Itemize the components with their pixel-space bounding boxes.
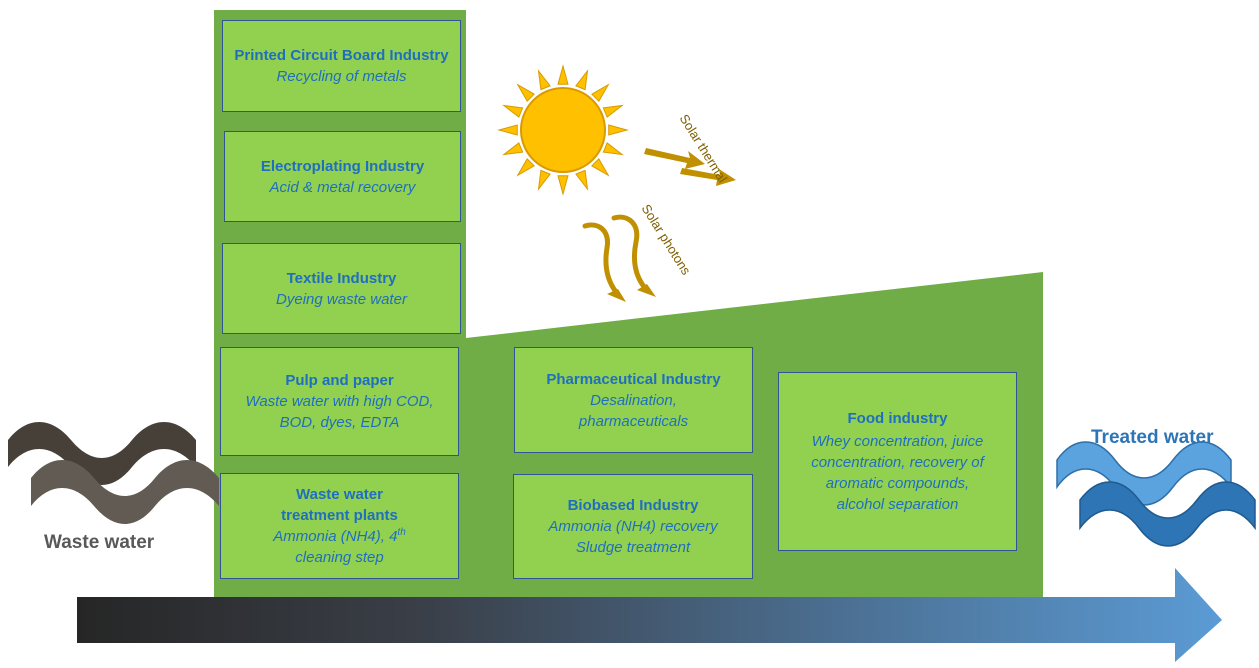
industry-description: Ammonia (NH4), 4th cleaning step [273, 527, 406, 567]
sun-ray [575, 69, 589, 91]
industry-title: Textile Industry [286, 269, 397, 287]
treated-water-wave-icon [1056, 441, 1256, 547]
sun-disc [520, 87, 606, 173]
industry-title: Biobased Industry [567, 497, 699, 514]
sun-ray [557, 64, 569, 85]
sun-ray [608, 124, 629, 136]
industry-title: Electroplating Industry [260, 157, 425, 175]
sun-ray [502, 142, 524, 156]
solar-thermal-arrows [644, 148, 736, 186]
industry-box-pulp-paper: Pulp and paper Waste water with high COD… [220, 347, 459, 456]
industry-box-electroplating: Electroplating Industry Acid & metal rec… [224, 131, 461, 222]
process-arrow-icon [77, 568, 1222, 662]
industry-title: Food industry [847, 410, 948, 427]
sun-ray [537, 169, 551, 191]
sun-ray [602, 104, 624, 118]
sun-ray [516, 83, 535, 102]
sun-ray [602, 142, 624, 156]
treated-water-label: Treated water [1091, 427, 1214, 448]
industry-description: Ammonia (NH4) recovery Sludge treatment [548, 518, 718, 556]
industry-box-food: Food industry Whey concentration, juice … [778, 372, 1017, 551]
industry-title: Printed Circuit Board Industry [234, 47, 449, 64]
industry-description: Acid & metal recovery [269, 178, 416, 196]
industry-title: Pharmaceutical Industry [546, 370, 721, 388]
sun-icon [497, 64, 629, 196]
sun-ray [497, 124, 518, 136]
industry-description: Whey concentration, juice concentration,… [811, 433, 984, 513]
waste-water-wave-icon [8, 422, 219, 524]
industry-title: Waste water treatment plants [281, 486, 398, 524]
industry-description: Recycling of metals [276, 68, 407, 85]
sun-ray [575, 169, 589, 191]
sun-ray [591, 158, 610, 177]
industry-box-wastewater-plants: Waste water treatment plants Ammonia (NH… [220, 473, 459, 579]
photon-arrowhead [637, 284, 656, 297]
sun-ray [557, 175, 569, 196]
sun-ray [591, 83, 610, 102]
industry-box-textile: Textile Industry Dyeing waste water [222, 243, 461, 334]
sun-ray [516, 158, 535, 177]
sun-ray [502, 104, 524, 118]
industry-title: Pulp and paper [285, 372, 394, 389]
photon-arrowhead [607, 289, 626, 302]
industry-box-pharmaceutical: Pharmaceutical Industry Desalination, ph… [514, 347, 753, 453]
industry-box-pcb: Printed Circuit Board Industry Recycling… [222, 20, 461, 112]
industry-description: Dyeing waste water [276, 290, 407, 308]
industry-description: Desalination, pharmaceuticals [578, 391, 689, 430]
industry-box-biobased: Biobased Industry Ammonia (NH4) recovery… [513, 474, 753, 579]
solar-photons-arrows [582, 214, 648, 295]
industry-description: Waste water with high COD, BOD, dyes, ED… [245, 393, 434, 431]
sun-ray [537, 69, 551, 91]
waste-water-label: Waste water [44, 532, 155, 553]
